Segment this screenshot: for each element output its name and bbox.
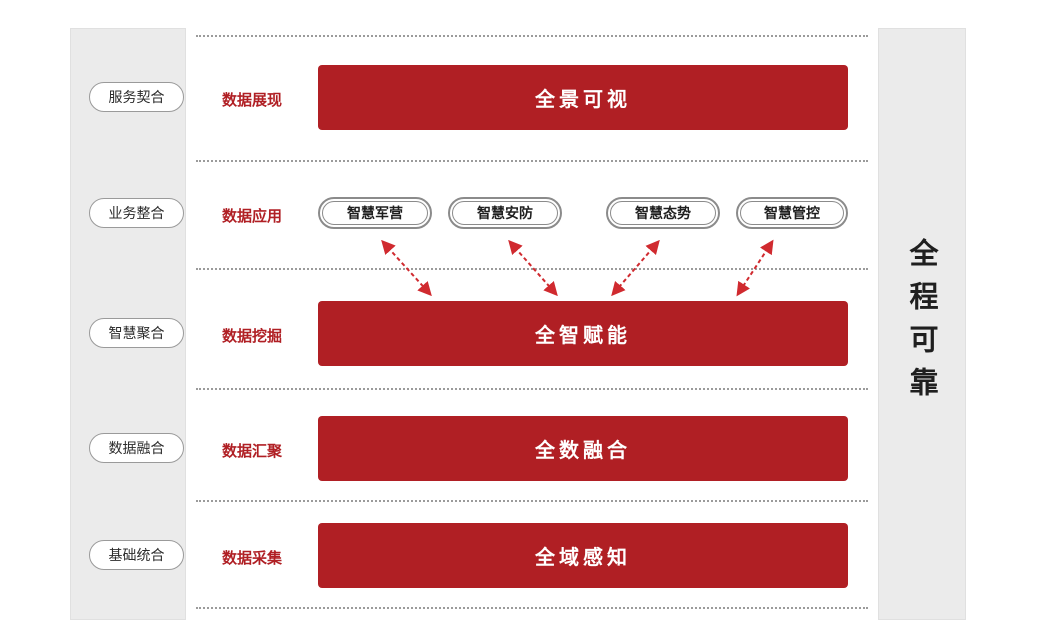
stage-label-application: 数据应用 xyxy=(222,207,283,225)
app-pill-smart-security: 智慧安防 xyxy=(448,197,562,229)
app-pill-smart-control: 智慧管控 xyxy=(736,197,848,229)
separator-line xyxy=(196,35,868,37)
app-pill-label: 智慧安防 xyxy=(452,201,558,225)
stage-label-mining: 数据挖掘 xyxy=(222,327,283,345)
bar-full-domain-sensing: 全域感知 xyxy=(318,523,848,588)
left-pill-business-integration: 业务整合 xyxy=(89,198,184,228)
app-pill-smart-situation: 智慧态势 xyxy=(606,197,720,229)
right-panel: 全程可靠 xyxy=(878,28,966,620)
bar-full-data-fusion: 全数融合 xyxy=(318,416,848,481)
stage-label-convergence: 数据汇聚 xyxy=(222,442,283,460)
left-pill-service-fit: 服务契合 xyxy=(89,82,184,112)
left-pill-wisdom-aggregation: 智慧聚合 xyxy=(89,318,184,348)
separator-line xyxy=(196,268,868,270)
separator-line xyxy=(196,607,868,609)
app-pill-label: 智慧军营 xyxy=(322,201,428,225)
app-pill-label: 智慧管控 xyxy=(740,201,844,225)
bar-full-intelligence: 全智赋能 xyxy=(318,301,848,366)
separator-line xyxy=(196,160,868,162)
app-pill-smart-barracks: 智慧军营 xyxy=(318,197,432,229)
stage-label-collection: 数据采集 xyxy=(222,549,283,567)
stage-label-presentation: 数据展现 xyxy=(222,91,283,109)
separator-line xyxy=(196,500,868,502)
right-vertical-caption: 全程可靠 xyxy=(905,238,939,410)
left-pill-base-unification: 基础统合 xyxy=(89,540,184,570)
separator-line xyxy=(196,388,868,390)
app-pill-label: 智慧态势 xyxy=(610,201,716,225)
bar-panoramic-visibility: 全景可视 xyxy=(318,65,848,130)
left-pill-data-fusion: 数据融合 xyxy=(89,433,184,463)
